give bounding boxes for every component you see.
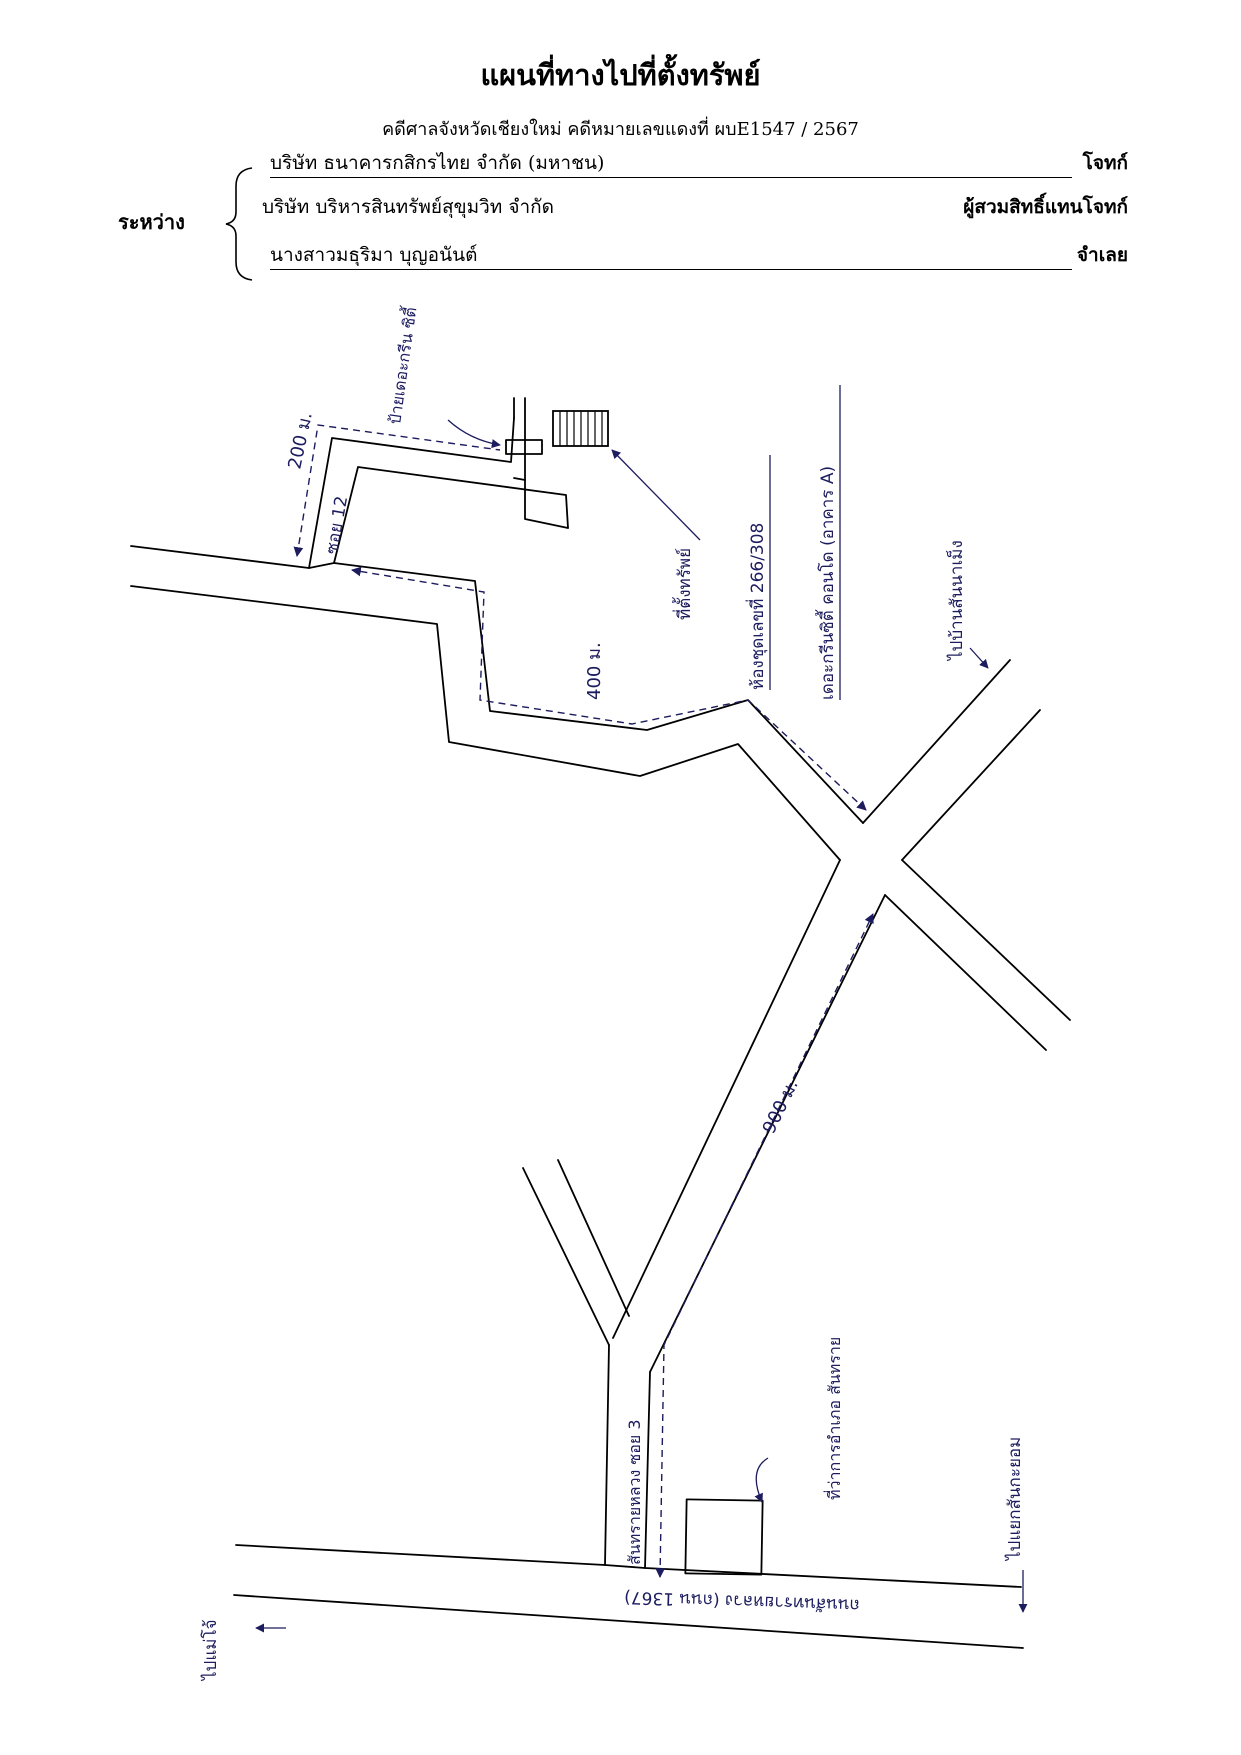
party-plaintiff-name: บริษัท ธนาคารกสิกรไทย จำกัด (มหาชน)	[270, 152, 605, 174]
label-main-road: ถนนสันทรายหลวง (ถนน 1367)	[624, 1587, 860, 1615]
party-successor-name: บริษัท บริหารสินทรัพย์สุขุมวิท จำกัด	[262, 196, 554, 218]
party-successor-role: ผู้สวมสิทธิ์แทนโจทก์	[963, 196, 1128, 218]
label-building: เดอะกรีนซิตี้ คอนโด (อาคาร A)	[815, 466, 838, 700]
soi3-west-edge	[604, 1344, 610, 1566]
property-marker	[552, 410, 609, 447]
party-row-successor: บริษัท บริหารสินทรัพย์สุขุมวิท จำกัด ผู้…	[262, 196, 1128, 226]
party-plaintiff-role: โจทก์	[1082, 152, 1128, 174]
upper-road-south-edge	[130, 585, 841, 861]
label-to-ban-san-na-meng: ไปบ้านสันนาเม็ง	[945, 540, 967, 662]
leader-to-sign	[447, 419, 501, 449]
entrance-sign	[505, 439, 543, 455]
cross-road-se-edge-a	[901, 859, 1071, 1021]
leader-to-office	[754, 1457, 769, 1503]
label-district-office: ที่ว่าการอำเภอ สันทราย	[823, 1337, 844, 1500]
y-branch-west	[522, 1167, 610, 1346]
cross-road-ne-edge-a	[862, 659, 1011, 824]
leader-to-property	[611, 449, 701, 541]
arrow-to-ban-san-na-meng	[969, 647, 989, 669]
party-row-defendant: นางสาวมธุริมา บุญอนันต์ จำเลย	[262, 244, 1128, 274]
party-underline	[270, 269, 1072, 270]
party-defendant-role: จำเลย	[1076, 244, 1128, 266]
case-number: คดีศาลจังหวัดเชียงใหม่ คดีหมายเลขแดงที่ …	[382, 119, 859, 140]
diagonal-road-west-edge	[612, 859, 841, 1339]
between-label: ระหว่าง	[118, 210, 185, 234]
label-property: ที่ตั้งทรัพย์	[672, 548, 695, 620]
party-underline	[270, 177, 1072, 178]
label-soi-3: สันทรายหลวง ซอย 3	[625, 1419, 644, 1565]
y-branch-east	[557, 1159, 630, 1317]
route-soi3	[655, 913, 874, 1578]
district-office-box	[684, 1498, 764, 1576]
highway-south-edge	[233, 1594, 1024, 1649]
label-distance-200: 200 ม.	[284, 410, 317, 471]
label-to-mae-jo: ไปแม่โจ้	[200, 1619, 221, 1682]
map-title: แผนที่ทางไปที่ตั้งทรัพย์	[480, 58, 761, 92]
soi12-east-edge	[333, 466, 569, 564]
label-distance-900: 900 ม.	[759, 1076, 803, 1137]
route-soi12	[293, 424, 501, 557]
brace-icon	[225, 167, 253, 281]
route-upper-road	[351, 566, 867, 811]
label-unit-number: ห้องชุดเลขที่ 266/308	[745, 523, 768, 690]
label-project-entrance: ป้ายเดอะกรีน ซิตี้	[383, 304, 420, 425]
party-defendant-name: นางสาวมธุริมา บุญอนันต์	[270, 244, 478, 266]
soi3-east-edge	[644, 1371, 651, 1569]
cross-road-se-edge-b	[884, 894, 1047, 1051]
label-distance-400: 400 ม.	[584, 642, 605, 700]
cross-road-ne-edge-b	[901, 709, 1041, 861]
soi12-stub	[513, 477, 569, 529]
label-to-san-kamphaeng: ไปแยกสันกะยอม	[1004, 1437, 1025, 1562]
party-row-plaintiff: บริษัท ธนาคารกสิกรไทย จำกัด (มหาชน) โจทก…	[262, 152, 1128, 182]
label-soi-12: ซอย 12	[322, 495, 352, 556]
